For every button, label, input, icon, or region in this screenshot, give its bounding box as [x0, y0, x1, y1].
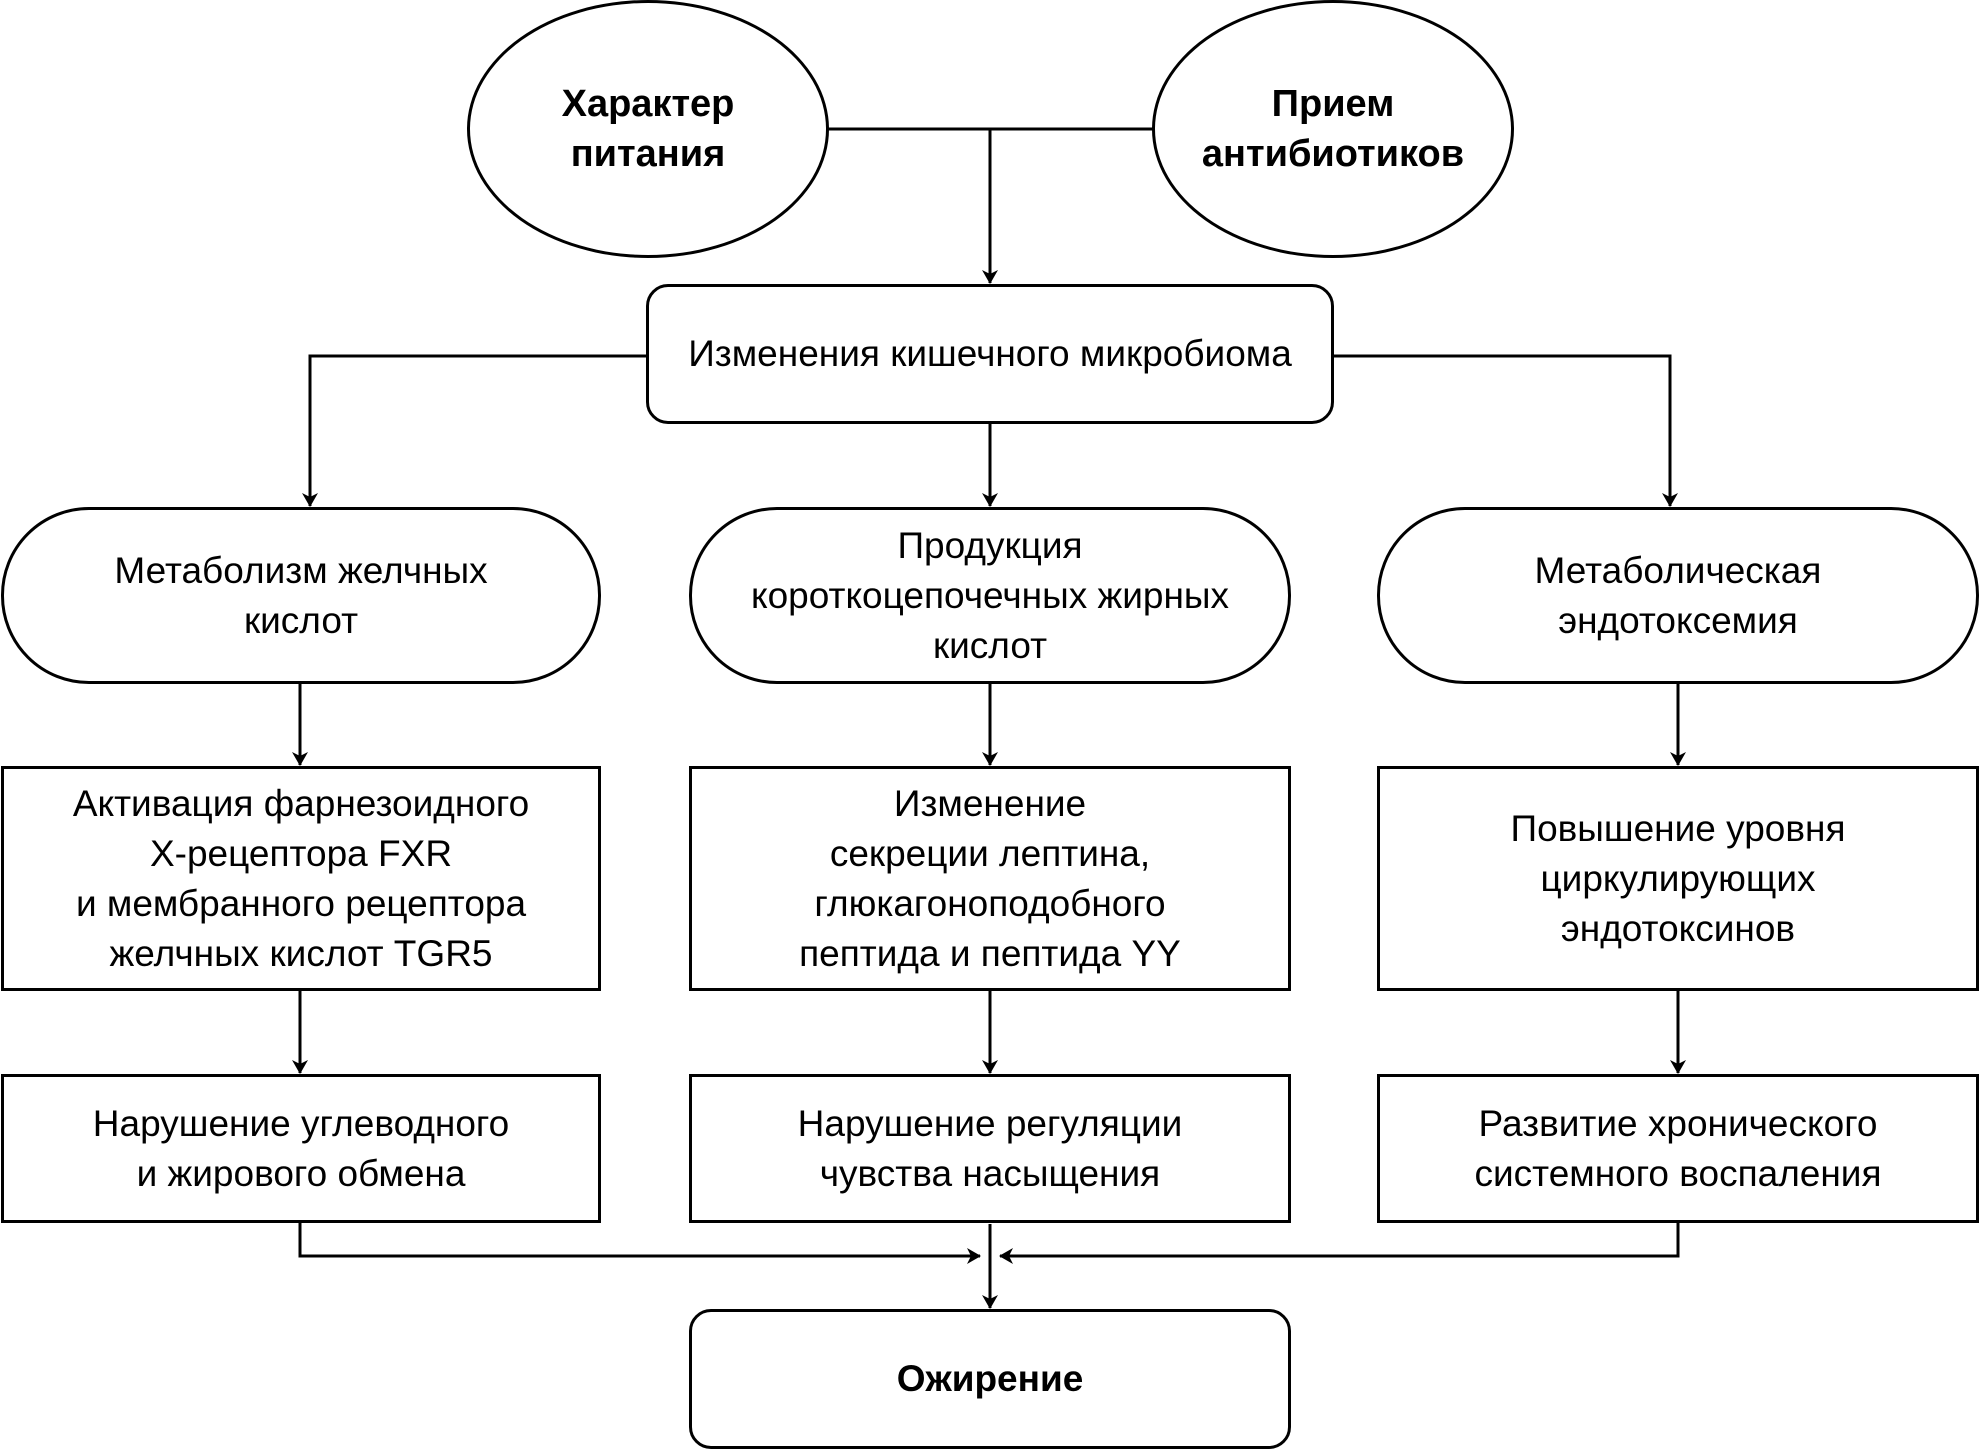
- node-mechanism-scfa: Продукция короткоцепочечных жирных кисло…: [689, 507, 1291, 684]
- node-obesity: Ожирение: [689, 1309, 1291, 1449]
- node-diet: Характер питания: [467, 0, 829, 258]
- effect-label: Повышение уровня циркулирующих эндотокси…: [1510, 807, 1846, 949]
- node-antibiotics-label: Прием антибиотиков: [1201, 83, 1465, 175]
- mechanism-label: Продукция короткоцепочечных жирных кисло…: [750, 524, 1230, 666]
- node-mechanism-endotoxemia: Метаболическая эндотоксемия: [1377, 507, 1979, 684]
- effect-label: Активация фарнезоидного X-рецептора FXR …: [72, 782, 530, 974]
- arrow-to-branch-3: [1333, 354, 1678, 507]
- node-effect-hormones: Изменение секреции лептина, глюкагонопод…: [689, 766, 1291, 991]
- outcome-label: Развитие хронического системного воспале…: [1474, 1102, 1882, 1194]
- arrow-to-branch-1: [302, 354, 647, 507]
- node-effect-endotoxins: Повышение уровня циркулирующих эндотокси…: [1377, 766, 1979, 991]
- node-outcome-satiety: Нарушение регуляции чувства насыщения: [689, 1074, 1291, 1223]
- arrow-merge-right: [999, 1222, 1680, 1264]
- outcome-label: Нарушение регуляции чувства насыщения: [797, 1102, 1183, 1194]
- effect-label: Изменение секреции лептина, глюкагонопод…: [799, 782, 1181, 974]
- node-outcome-inflammation: Развитие хронического системного воспале…: [1377, 1074, 1979, 1223]
- node-mechanism-bile-acids: Метаболизм желчных кислот: [1, 507, 601, 684]
- outcome-label: Нарушение углеводного и жирового обмена: [92, 1102, 510, 1194]
- node-effect-fxr-tgr5: Активация фарнезоидного X-рецептора FXR …: [1, 766, 601, 991]
- node-diet-label: Характер питания: [561, 83, 735, 175]
- node-microbiome: Изменения кишечного микробиома: [646, 284, 1334, 424]
- arrow-merge-left: [298, 1222, 981, 1264]
- node-obesity-label: Ожирение: [896, 1358, 1084, 1399]
- mechanism-label: Метаболизм желчных кислот: [114, 549, 488, 641]
- node-microbiome-label: Изменения кишечного микробиома: [688, 333, 1292, 374]
- node-outcome-metabolism: Нарушение углеводного и жирового обмена: [1, 1074, 601, 1223]
- mechanism-label: Метаболическая эндотоксемия: [1534, 549, 1822, 641]
- node-antibiotics: Прием антибиотиков: [1152, 0, 1514, 258]
